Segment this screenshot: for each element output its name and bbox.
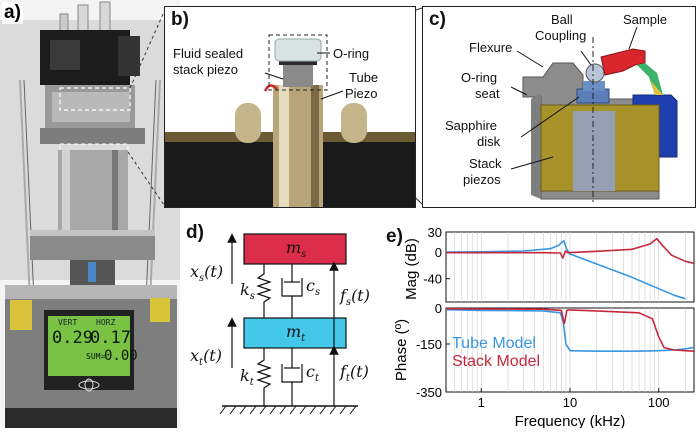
mass-mt-label: mt [286, 322, 305, 344]
piezo-photo [165, 34, 415, 207]
phase-y-axis-label: Phase (º) [393, 319, 410, 381]
damper-ct-sub: t [314, 373, 319, 385]
phase-series-stack-line [445, 307, 695, 352]
label-coupling: Coupling [535, 28, 587, 43]
instrument-photo [0, 0, 180, 428]
damper-ct-label: ct [306, 362, 319, 384]
spring-ks-label: ks [240, 280, 255, 302]
spring-kt-label: kt [240, 366, 254, 388]
label-oring-b: O-ring [333, 46, 370, 61]
display-horz-label: HORZ [96, 318, 116, 327]
mass-ms-symbol: m [286, 238, 302, 257]
label-tube: Tube [349, 70, 379, 85]
mag-ytick-label: -40 [423, 272, 442, 287]
mass-ms-label: ms [286, 238, 306, 260]
panel-label-d: d) [186, 222, 204, 243]
logo-icon [78, 378, 100, 392]
spring-kt-symbol: k [240, 366, 250, 385]
label-fluid-sealed: Fluid sealed [173, 46, 244, 61]
xtick-label: 100 [648, 395, 670, 410]
force-fs-arg: (t) [351, 286, 370, 305]
label-piezo: Piezo [345, 86, 378, 101]
label-piezos: piezos [463, 172, 501, 187]
mag-y-axis-label: Mag (dB) [403, 238, 420, 300]
label-sample: Sample [623, 12, 668, 27]
damper-cs-sub: s [314, 287, 321, 299]
xtick-label: 1 [478, 395, 485, 410]
xtick-label: 10 [563, 395, 577, 410]
legend-tube-model: Tube Model [452, 335, 536, 352]
disp-xt-label: xt(t) [190, 346, 222, 368]
label-oring-seat-1: O-ring [461, 70, 498, 85]
label-disk: disk [477, 134, 501, 149]
disp-xs-label: xs(t) [190, 262, 223, 284]
mag-series-stack-line [446, 237, 695, 265]
disp-xt-sub: t [199, 357, 204, 369]
force-ft-sub: t [345, 373, 350, 385]
label-flexure: Flexure [469, 40, 513, 55]
disp-xt-arg: (t) [203, 346, 222, 365]
display-vert-value: 0.29 [52, 328, 93, 348]
panel-label-b: b) [171, 9, 189, 30]
phase-ytick-label: -150 [416, 337, 442, 352]
label-sapphire: Sapphire [445, 118, 498, 133]
mag-ytick-label: 30 [428, 225, 442, 240]
label-ball: Ball [551, 12, 573, 27]
panel-label-e: e) [386, 226, 403, 247]
display-sum-value: 0.00 [104, 348, 138, 364]
label-stack-piezo: stack piezo [173, 62, 239, 77]
mag-series-tube-line [445, 239, 686, 300]
cross-section-diagram [510, 26, 678, 205]
disp-xs-arg: (t) [204, 262, 224, 281]
force-ft-symbol: f [340, 362, 346, 381]
force-ft-label: ft(t) [340, 362, 369, 384]
label-stack: Stack [469, 156, 502, 171]
force-fs-sub: s [345, 297, 352, 309]
panel-a: VERT HORZ 0.29 0.17 SUM= 0.00 a) [0, 0, 180, 428]
damper-ct-symbol: c [306, 362, 315, 381]
spring-ks-sub: s [249, 291, 255, 303]
damper-cs-symbol: c [306, 276, 315, 295]
disp-xs-symbol: x [190, 262, 200, 281]
display-vert-label: VERT [58, 318, 78, 327]
label-oring-seat-2: seat [475, 86, 500, 101]
panel-c: c) Ball Coupling Sample Flexure O-ring s… [422, 6, 696, 208]
display-horz-value: 0.17 [90, 328, 131, 348]
phase-ytick-label: 0 [435, 301, 442, 316]
display-sum-label: SUM= [86, 352, 106, 361]
spring-kt-sub: t [249, 377, 254, 389]
mass-mt-symbol: m [286, 322, 302, 341]
panel-b: b) Fluid sealed stack piezo O-ring Tube … [164, 6, 416, 208]
mag-ytick-label: 0 [435, 245, 442, 260]
panel-label-c: c) [429, 9, 446, 30]
force-fs-symbol: f [340, 286, 346, 305]
spring-ks-symbol: k [240, 280, 250, 299]
force-fs-label: fs(t) [340, 286, 370, 308]
panel-label-a: a) [2, 2, 23, 24]
damper-cs-label: cs [306, 276, 320, 298]
force-ft-arg: (t) [349, 362, 369, 381]
disp-xs-sub: s [199, 273, 205, 285]
mass-ms-sub: s [301, 249, 307, 261]
disp-xt-symbol: x [190, 346, 200, 365]
mass-mt-sub: t [301, 333, 306, 345]
x-axis-label: Frequency (kHz) [515, 413, 626, 428]
panel-d: d) ms mt xs(t) ks cs fs(t) xt(t) kt ct f… [186, 222, 376, 428]
mass-spring-diagram [219, 233, 358, 415]
legend-stack-model: Stack Model [452, 353, 540, 370]
phase-ytick-label: -350 [416, 385, 442, 400]
